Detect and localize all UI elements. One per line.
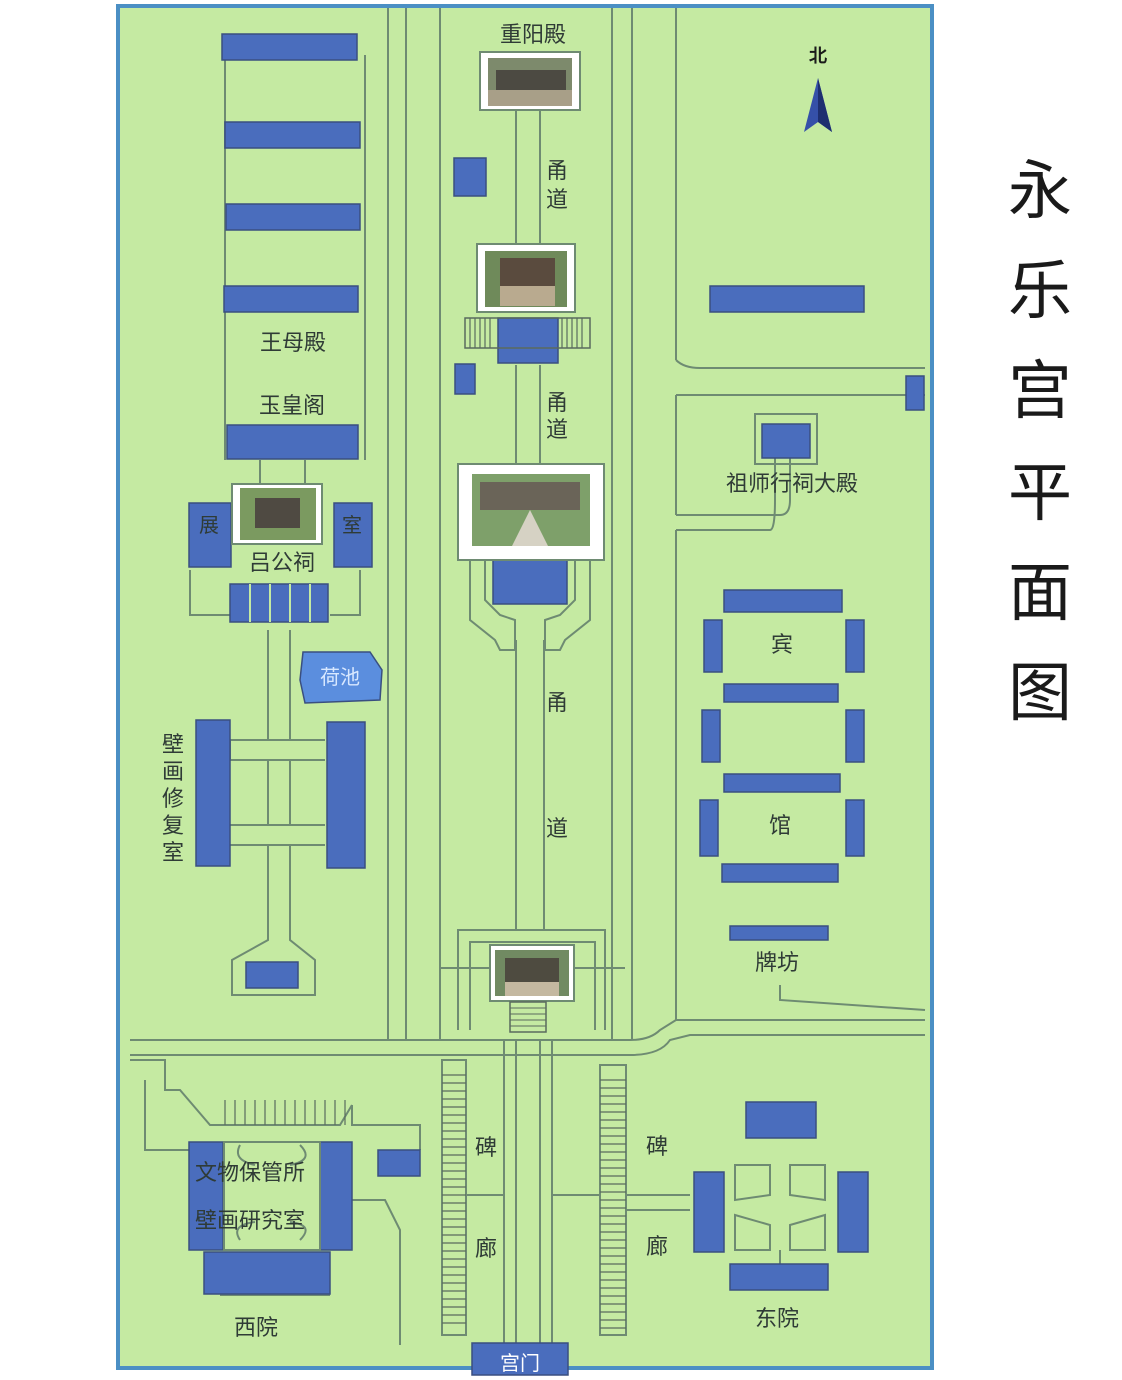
label-zushi-hall: 祖师行祠大殿 [726,472,858,497]
label-chongyang-hall: 重阳殿 [500,23,566,48]
label-stele-west-1: 碑 [475,1136,497,1161]
label-east-court: 东院 [755,1307,799,1332]
label-stele-east-2: 廊 [646,1235,668,1260]
title-char-5: 面 [1008,557,1072,631]
title-char-4: 平 [1008,457,1072,531]
title-char-6: 图 [1008,657,1072,731]
label-palace-gate: 宫门 [500,1351,540,1375]
label-cultural-relics-office: 文物保管所 [195,1161,305,1186]
label-yongdao-1a: 甬 [546,159,568,184]
label-mural-repair-4: 复 [162,814,184,839]
lotus-pond [299,651,383,704]
palace-gate [471,1342,569,1376]
label-yongdao-3a: 甬 [546,691,568,716]
label-mural-repair-1: 壁 [162,733,184,758]
sanqing-compound [469,560,591,651]
label-mural-research: 壁画研究室 [195,1209,305,1234]
label-yongdao-2a: 甬 [546,391,568,416]
label-yuhuang-pavilion: 玉皇阁 [259,394,325,419]
label-paifang: 牌坊 [755,951,799,976]
label-lotus-pond: 荷池 [320,665,360,689]
title-char-2: 乐 [1008,255,1072,329]
title-char-3: 宫 [1008,355,1072,429]
label-exhibition-left: 展 [199,513,219,537]
label-mural-repair-5: 室 [162,841,184,866]
title-char-1: 永 [1008,155,1072,229]
label-mural-repair-3: 修 [162,787,184,812]
north-arrow: 北 [804,46,832,132]
label-yongdao-1b: 道 [546,188,568,213]
north-label: 北 [809,46,827,67]
label-stele-west-2: 廊 [475,1237,497,1262]
label-yongdao-2b: 道 [546,418,568,443]
label-guesthouse-1: 宾 [771,633,793,658]
road-network [130,8,926,1345]
buildings-west [188,33,373,989]
hall-photos [231,51,605,1002]
label-exhibition-right: 室 [342,513,362,537]
map-labels: 重阳殿 甬 道 甬 道 甬 道 王母殿 玉皇阁 展 室 吕公祠 荷池 壁 画 修… [162,23,858,1375]
label-west-court: 西院 [234,1316,278,1341]
buildings-west-court [188,1141,421,1295]
hall-platform [464,317,591,349]
label-guesthouse-2: 馆 [769,814,791,839]
label-stele-east-1: 碑 [646,1135,668,1160]
label-yongdao-3b: 道 [546,817,568,842]
gate-stairs [509,1001,547,1033]
label-wangmu-hall: 王母殿 [260,331,326,356]
stele-corridor-hatching [224,1074,626,1329]
buildings-east [693,285,925,1291]
label-lvgong-shrine: 吕公祠 [249,551,315,576]
label-mural-repair-2: 画 [162,760,184,785]
